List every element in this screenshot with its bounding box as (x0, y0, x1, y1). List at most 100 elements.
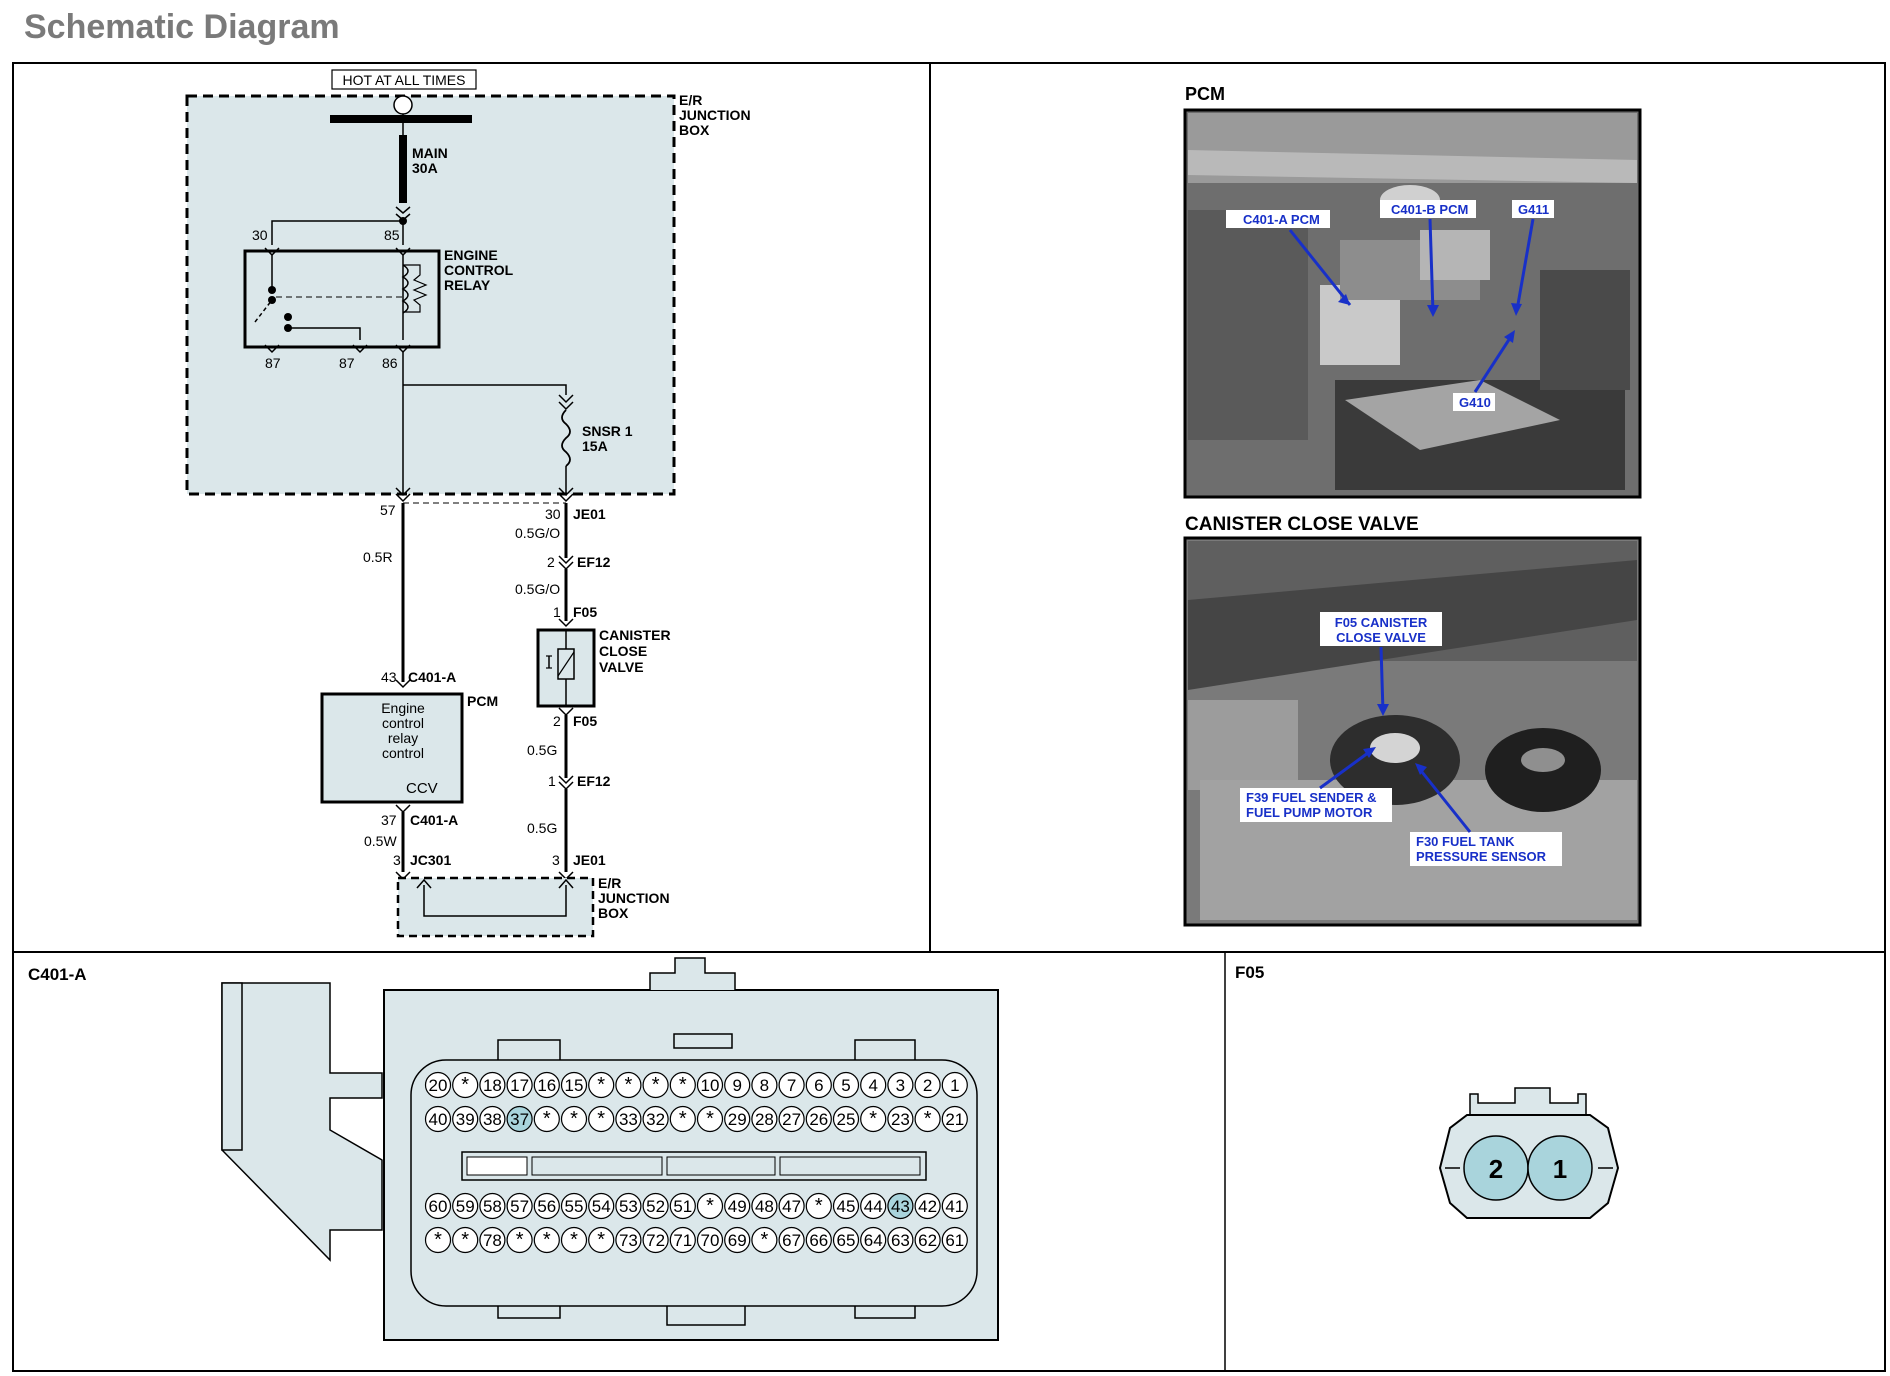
c401a-pin (724, 1105, 751, 1133)
c401a-pin-label: 43 (891, 1197, 910, 1216)
c401a-pin (452, 1192, 479, 1220)
c401a-pin (860, 1192, 887, 1220)
c401a-pin (669, 1105, 696, 1133)
c401a-pin-label: 52 (646, 1197, 665, 1216)
c401a-pin (424, 1071, 452, 1099)
c401a-pin-label: 63 (891, 1231, 910, 1250)
c401a-pin-label: 55 (565, 1197, 584, 1216)
c401a-pin-label: * (570, 1108, 578, 1130)
c401a-pin (751, 1071, 778, 1099)
c401a-pin-label: 58 (483, 1197, 502, 1216)
callout-f39-line2: FUEL PUMP MOTOR (1246, 805, 1373, 820)
callout-g410: G410 (1459, 395, 1491, 410)
callout-box-g410 (1453, 393, 1495, 411)
jc301-label: JC301 (410, 852, 451, 868)
c401a-pin-label: 18 (483, 1076, 502, 1095)
c401a-pin (696, 1071, 724, 1099)
relay-label-1: ENGINE (444, 247, 498, 263)
callout-box-f30 (1410, 832, 1562, 866)
c401a-pin-label: 71 (673, 1231, 692, 1250)
c401a-pin-label: 65 (837, 1231, 856, 1250)
f05-pin-2-label: 2 (1489, 1154, 1503, 1184)
c401a-pin (615, 1071, 642, 1099)
snsr-fuse-label-2: 15A (582, 438, 608, 454)
c401a-pin-label: 64 (864, 1231, 883, 1250)
c401a-pin-label: 57 (510, 1197, 529, 1216)
pcm-text-2: control (382, 715, 424, 731)
c401a-pin (724, 1192, 751, 1220)
wire-05go-label-2: 0.5G/O (515, 581, 560, 597)
c401a-pin (805, 1105, 832, 1133)
c401a-pin-label: 20 (429, 1076, 448, 1095)
c401a-pin (560, 1226, 588, 1254)
wire-05r-label: 0.5R (363, 549, 393, 565)
c401a-pin (642, 1226, 669, 1254)
c401a-pin-label: 47 (782, 1197, 801, 1216)
c401a-pin (642, 1105, 669, 1133)
er-junction-box-top-line2: JUNCTION (679, 107, 751, 123)
c401a-pin-label: 72 (646, 1231, 665, 1250)
c401a-pin-label: * (869, 1108, 877, 1130)
c401a-pin-label: 69 (728, 1231, 747, 1250)
pin-3-jc301: 3 (393, 852, 401, 868)
c401a-pin (914, 1192, 941, 1220)
callout-f05-line1: F05 CANISTER (1335, 615, 1428, 630)
c401a-pin (832, 1192, 860, 1220)
c401a-pin (805, 1192, 832, 1220)
c401a-pin-label: 5 (841, 1076, 850, 1095)
c401a-pin-label: 23 (891, 1110, 910, 1129)
c401a-pin-label: 26 (809, 1110, 828, 1129)
er-junction-box-top-line1: E/R (679, 92, 702, 108)
c401a-pin-label: 28 (755, 1110, 774, 1129)
pcm-text-1: Engine (381, 700, 425, 716)
c401a-pin (506, 1226, 533, 1254)
c401a-pin (452, 1226, 479, 1254)
canister-photo-heading: CANISTER CLOSE VALVE (1185, 514, 1419, 535)
sheet-frame (12, 62, 1886, 1372)
c401a-pin (724, 1226, 751, 1254)
c401a-pin (887, 1192, 914, 1220)
callout-box-g411 (1512, 200, 1554, 218)
c401a-pin-label: 56 (537, 1197, 556, 1216)
c401a-pin-label: 60 (429, 1197, 448, 1216)
canister-photo-panel: CANISTER CLOSE VALVE F05 CANISTER CLOSE … (1183, 514, 1642, 927)
c401a-pin (832, 1105, 860, 1133)
canister-valve-label-2: CLOSE (599, 643, 647, 659)
c401a-pin (452, 1071, 479, 1099)
f05-connector-label: F05 (1235, 963, 1264, 982)
wire-05g-label-1: 0.5G (527, 742, 557, 758)
c401a-pin-label: 29 (728, 1110, 747, 1129)
c401a-pin-label: 33 (619, 1110, 638, 1129)
c401a-pin (424, 1192, 452, 1220)
snsr-fuse (561, 409, 571, 467)
c401a-bottom-label: C401-A (410, 812, 458, 828)
c401a-pin (914, 1226, 941, 1254)
c401a-pin (533, 1192, 560, 1220)
c401a-pin (860, 1226, 887, 1254)
c401a-pin-label: 9 (732, 1076, 741, 1095)
callout-g411: G411 (1518, 202, 1549, 217)
c401a-pin-label: 10 (701, 1076, 720, 1095)
c401a-pin-label: 2 (923, 1076, 932, 1095)
c401a-pin (860, 1105, 887, 1133)
c401a-pin (941, 1071, 968, 1099)
c401a-pin-label: 44 (864, 1197, 883, 1216)
f05-pin-1 (1527, 1135, 1593, 1201)
page-title: Schematic Diagram (24, 8, 340, 46)
f05-bottom-label: F05 (573, 713, 597, 729)
c401a-pin (615, 1105, 642, 1133)
c401a-pin-label: 40 (429, 1110, 448, 1129)
pcm-label: PCM (467, 693, 498, 709)
snsr-fuse-label-1: SNSR 1 (582, 423, 633, 439)
c401a-pin-label: * (597, 1229, 605, 1251)
c401a-pin (696, 1226, 724, 1254)
c401a-pin (724, 1071, 751, 1099)
c401a-pin-label: 39 (456, 1110, 475, 1129)
c401a-pin-label: * (543, 1229, 551, 1251)
callout-box-c401b (1380, 200, 1476, 218)
c401a-pin-label: * (625, 1074, 633, 1096)
c401a-pin-label: 6 (814, 1076, 823, 1095)
c401a-pin-label: 54 (592, 1197, 611, 1216)
